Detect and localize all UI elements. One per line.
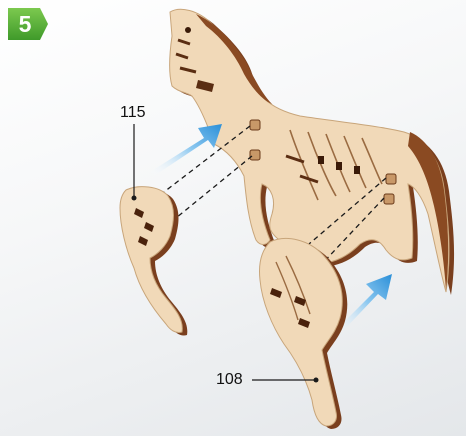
body-slot-1: [318, 156, 324, 164]
peg-front-bottom: [250, 150, 260, 160]
eye-icon: [185, 27, 191, 33]
part-label-108: 108: [216, 371, 243, 389]
front-leg-anchor-dot: [132, 196, 137, 201]
peg-rear-bottom: [384, 194, 394, 204]
hind-leg-part: [259, 238, 347, 429]
part-label-115: 115: [120, 104, 146, 122]
body-slot-2: [336, 162, 342, 170]
front-leg-part: [120, 187, 187, 336]
hind-leg-anchor-dot: [314, 378, 319, 383]
direction-arrow-front: [150, 124, 222, 176]
peg-rear-top: [386, 174, 396, 184]
body-slot-3: [354, 166, 360, 174]
peg-front-top: [250, 120, 260, 130]
